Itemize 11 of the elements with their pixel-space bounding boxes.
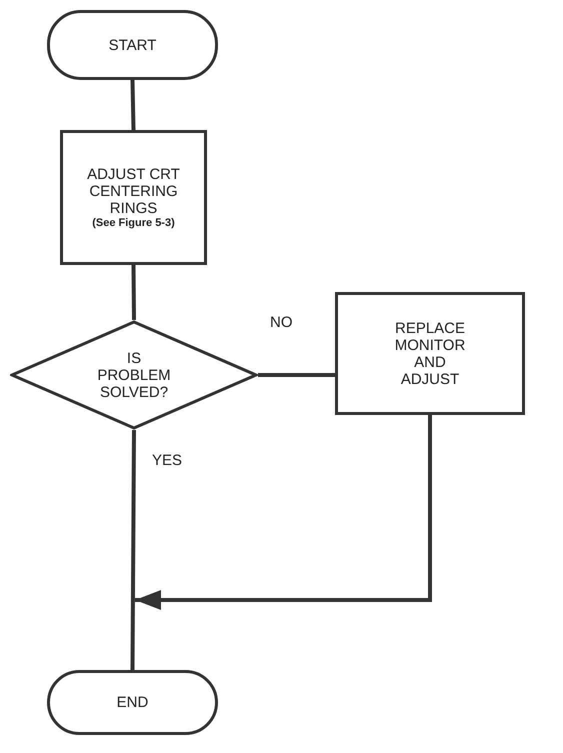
terminal-box — [47, 670, 218, 735]
node-text: IS PROBLEM SOLVED? — [96, 350, 172, 400]
node-text: START — [108, 36, 158, 54]
reference-note: (See Figure 5-3) — [91, 216, 176, 230]
process-box — [60, 130, 207, 265]
process-box — [335, 292, 525, 415]
terminal-box — [47, 10, 218, 80]
node-text: END — [116, 694, 150, 711]
node-text: ADJUST CRT CENTERING RINGS — [86, 166, 181, 216]
node-text: REPLACE MONITOR AND ADJUST — [394, 320, 466, 388]
decision-diamond — [10, 320, 258, 430]
